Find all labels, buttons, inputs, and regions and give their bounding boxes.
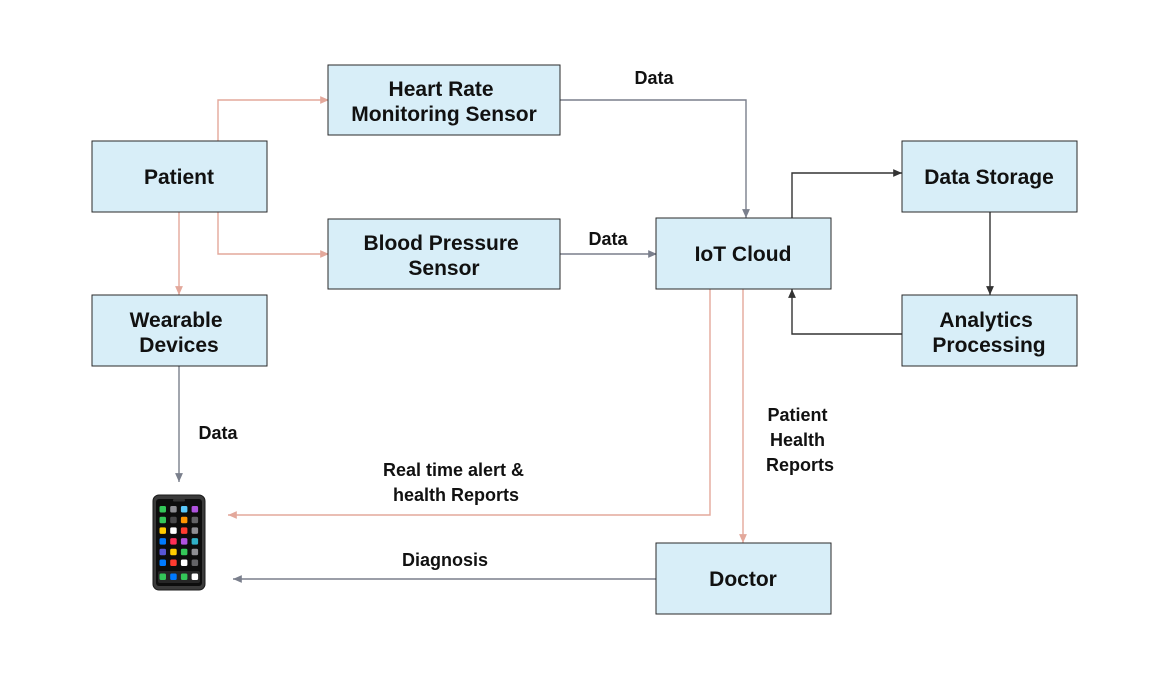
svg-text:Analytics Processing: Analytics Processing (932, 309, 1045, 357)
edge-label-blood-pressure-data: Data (588, 229, 628, 249)
edge-patient-to-heart-rate-sensor (217, 96, 329, 141)
edge-label-wearable-data: Data (198, 423, 238, 443)
app-icon (170, 548, 177, 556)
app-icon (159, 538, 166, 545)
svg-text:Blood Pressure Sensor: Blood Pressure Sensor (363, 232, 524, 280)
app-icon (180, 559, 188, 566)
edge-iot-cloud-to-data-storage (791, 169, 902, 218)
edge-patient-to-blood-pressure-sensor (217, 212, 329, 258)
edge-heart-rate-to-iot-cloud (560, 99, 750, 218)
node-label-line: Sensor (408, 257, 479, 280)
node-analytics-processing: Analytics Processing (901, 294, 1078, 367)
edge-analytics-to-iot-cloud (788, 289, 902, 335)
app-icon (191, 527, 199, 534)
node-label-line: Processing (932, 334, 1045, 357)
node-doctor: Doctor (655, 542, 832, 615)
svg-text:Patient: Patient (144, 166, 214, 189)
app-icon (170, 516, 177, 524)
node-label-line: Monitoring Sensor (351, 103, 537, 126)
app-icon (170, 559, 177, 566)
node-label-line: Patient (144, 166, 214, 189)
svg-text:Doctor: Doctor (709, 568, 777, 591)
app-icon (159, 516, 166, 524)
node-label-line: Doctor (709, 568, 777, 591)
node-wearable-devices: Wearable Devices (91, 294, 268, 367)
app-icon (180, 548, 188, 556)
node-label-line: Blood Pressure (363, 232, 518, 255)
app-icon (180, 506, 188, 513)
node-blood-pressure-sensor: Blood Pressure Sensor (327, 218, 561, 290)
svg-text:Heart Rate Monitoring Se: Heart Rate Monitoring Sensor (351, 78, 537, 126)
app-icon (180, 516, 188, 524)
dock-app-icon (159, 573, 166, 580)
node-label-line: Data Storage (924, 166, 1054, 189)
app-icon (191, 506, 199, 513)
app-icon (191, 548, 199, 556)
app-icon (191, 538, 199, 545)
edge-label-patient-health-reports: Patient Health Reports (766, 405, 834, 475)
app-icon (159, 559, 166, 566)
app-icon (159, 506, 166, 513)
node-heart-rate-sensor: Heart Rate Monitoring Sensor (327, 64, 561, 136)
smartphone-icon (152, 494, 206, 591)
node-label-line: Devices (139, 334, 218, 357)
node-label-line: IoT Cloud (695, 243, 792, 266)
edge-iot-cloud-to-phone (228, 289, 711, 519)
app-icon (159, 548, 166, 556)
app-icon (180, 538, 188, 545)
app-icon (159, 527, 166, 534)
svg-text:Data Storage: Data Storage (924, 166, 1054, 189)
app-icon (170, 538, 177, 545)
svg-text:Wearable Devices: Wearable Devices (130, 309, 229, 357)
node-label-line: Wearable (130, 309, 223, 332)
node-data-storage: Data Storage (901, 140, 1078, 213)
app-icon (191, 516, 199, 524)
dock-app-icon (170, 573, 177, 580)
node-label-line: Heart Rate (389, 78, 494, 101)
svg-text:IoT Cloud: IoT Cloud (695, 243, 792, 266)
edge-label-heart-rate-data: Data (634, 68, 674, 88)
dock-app-icon (191, 573, 199, 580)
node-iot-cloud: IoT Cloud (655, 217, 832, 290)
node-label-line: Analytics (939, 309, 1032, 332)
app-icon (191, 559, 199, 566)
node-patient: Patient (91, 140, 268, 213)
app-icon (180, 527, 188, 534)
edge-label-diagnosis: Diagnosis (402, 550, 488, 570)
app-icon (170, 527, 177, 534)
edge-label-real-time-alert: Real time alert & health Reports (383, 460, 529, 505)
app-icon (170, 506, 177, 513)
dock-app-icon (180, 573, 188, 580)
